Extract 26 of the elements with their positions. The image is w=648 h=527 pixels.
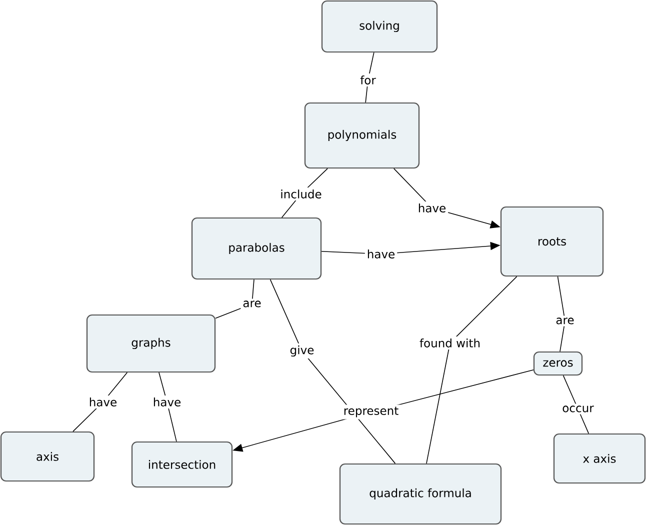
concept-box: intersection bbox=[131, 441, 233, 488]
concept-box: x axis bbox=[553, 433, 646, 484]
concept-box: parabolas bbox=[191, 217, 322, 280]
concept-box: axis bbox=[0, 431, 95, 482]
concept-box: graphs bbox=[86, 314, 216, 373]
edge-label: are bbox=[554, 316, 576, 326]
edge-label: occur bbox=[560, 404, 596, 414]
edge-label: found with bbox=[418, 336, 482, 350]
concept-box: solving bbox=[321, 0, 438, 53]
connector-line bbox=[426, 276, 518, 464]
edge-label: represent bbox=[341, 404, 401, 420]
concept-box: zeros bbox=[533, 351, 583, 376]
concept-box: roots bbox=[500, 206, 604, 277]
edge-label: have bbox=[86, 396, 120, 408]
edge-label: give bbox=[288, 343, 316, 359]
connector-line bbox=[365, 52, 374, 103]
edge-label: have bbox=[416, 202, 448, 214]
edge-label: for bbox=[358, 74, 378, 86]
edge-label: have bbox=[364, 248, 398, 260]
connector-line bbox=[557, 276, 566, 352]
edge-label: include bbox=[278, 188, 324, 200]
concept-box: quadratic formula bbox=[339, 463, 502, 525]
edge-label: have bbox=[150, 396, 184, 408]
edge-label: are bbox=[240, 298, 264, 310]
concept-box: polynomials bbox=[304, 102, 420, 169]
connector-line bbox=[215, 279, 254, 319]
